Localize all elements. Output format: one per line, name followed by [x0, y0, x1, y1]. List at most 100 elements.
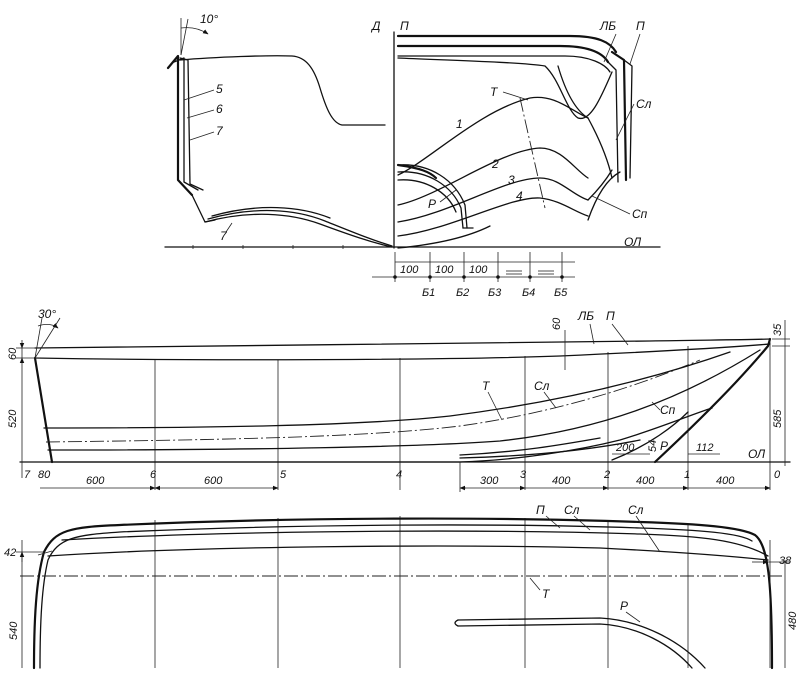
fwd-deck-line-lb [396, 44, 610, 64]
angle-30-label: 30° [38, 307, 56, 321]
aft-spacing-600-2: 600 [204, 475, 223, 487]
waterline-5 [397, 225, 491, 249]
section-label-7-bottom: 7 [220, 229, 228, 243]
waterline-2 [397, 147, 589, 206]
aft-spacing-600-1: 600 [86, 475, 105, 487]
fwd-spacing-400-1: 400 [552, 475, 571, 487]
bilge-r-3 [397, 179, 457, 213]
profile-view: 30° 60 520 60 ЛБ П 35 585 Т Сл Сп Р ОЛ 2… [7, 307, 791, 492]
buttock-label-b2: Б2 [456, 287, 469, 299]
plan-chine [47, 545, 769, 561]
profile-sp-label: Сп [660, 403, 676, 417]
station-5: 5 [280, 469, 287, 481]
buttock-spacing-2: 100 [435, 264, 454, 276]
station-7: 7 [24, 469, 31, 481]
ol-label: ОЛ [624, 235, 642, 249]
profile-dim-60-mid: 60 [551, 317, 563, 330]
plan-p-label: П [536, 503, 545, 517]
station-4: 4 [396, 469, 402, 481]
buttock-label-b3: Б3 [488, 287, 502, 299]
waterline-label-1: 1 [456, 117, 463, 131]
fwd-chine-1 [587, 117, 613, 179]
section-label-6: 6 [216, 102, 223, 116]
plan-r-label: Р [620, 599, 628, 613]
aft-section-5 [173, 57, 199, 191]
plan-r-line-2 [457, 623, 693, 669]
section-label-5: 5 [216, 82, 223, 96]
plan-view: П Сл Сл Т Р 42 540 38 480 [4, 503, 799, 670]
axis-d-label: Д [370, 19, 381, 33]
fwd-stem-rear [623, 59, 633, 179]
fwd-chine-2 [587, 171, 621, 221]
buttock-label-b4: Б4 [522, 287, 535, 299]
fwd-sheer-3 [397, 55, 611, 73]
profile-r-2 [611, 411, 689, 461]
station-0: 0 [774, 469, 781, 481]
angle-10-label: 10° [200, 12, 218, 26]
profile-deck-lb [34, 343, 771, 361]
profile-dim-60-left: 60 [7, 347, 19, 360]
profile-p-label: П [606, 309, 615, 323]
station-3: 3 [520, 469, 527, 481]
fwd-chine-3 [587, 169, 613, 201]
plan-dim-38: 38 [779, 555, 792, 567]
aft-bottom-1 [204, 213, 393, 248]
plan-sl-line [61, 530, 769, 557]
station-1: 1 [684, 469, 690, 481]
profile-stem [653, 337, 772, 464]
profile-t-label: Т [482, 379, 491, 393]
buttock-spacing-1: 100 [400, 264, 419, 276]
plan-deck-outline [32, 517, 774, 670]
fwd-stem-inner [607, 61, 619, 183]
aft-bottom-3 [211, 206, 331, 219]
station-6: 6 [150, 469, 157, 481]
profile-keel [51, 407, 713, 463]
profile-dim-200: 200 [615, 442, 635, 454]
station-2: 2 [603, 469, 610, 481]
bilge-r-1 [397, 164, 468, 229]
waterline-label-4: 4 [516, 189, 523, 203]
aft-sections-outline [179, 55, 386, 126]
sl-label: Сл [636, 97, 652, 111]
profile-dim-585: 585 [772, 409, 784, 428]
profile-chine-sl [43, 351, 731, 429]
profile-lb-label: ЛБ [577, 309, 594, 323]
plan-sl-top-label: Сл [564, 503, 580, 517]
plan-t-label: Т [542, 587, 551, 601]
profile-chine-sp [47, 349, 761, 451]
waterline-1 [397, 96, 589, 176]
profile-dim-35: 35 [772, 323, 784, 336]
profile-dim-520: 520 [7, 409, 19, 428]
waterline-4 [397, 197, 589, 237]
waterline-label-2: 2 [491, 157, 499, 171]
fwd-section-rib [557, 65, 589, 119]
diagonal-t [519, 97, 546, 209]
plan-dim-42: 42 [4, 547, 16, 559]
buttock-spacing-3: 100 [469, 264, 488, 276]
plan-deck-inner [39, 524, 753, 669]
profile-r-1 [459, 439, 641, 459]
fwd-stem-outer [610, 50, 628, 182]
waterline-label-3: 3 [508, 173, 515, 187]
profile-transom [33, 356, 54, 464]
bilge-r-2 [397, 171, 464, 229]
profile-dim-80: 80 [38, 469, 51, 481]
plan-r-cap [454, 619, 459, 627]
profile-deck-p [34, 338, 771, 349]
profile-rib-1 [459, 437, 601, 456]
plan-sl-side-label: Сл [628, 503, 644, 517]
profile-r-label: Р [660, 439, 668, 453]
p-right-label: П [636, 19, 645, 33]
r-label: Р [428, 197, 436, 211]
profile-dim-54: 54 [647, 440, 659, 452]
plan-dim-540: 540 [8, 621, 20, 640]
profile-dim-112: 112 [696, 442, 714, 454]
sp-label: Сп [632, 207, 648, 221]
lb-label: ЛБ [599, 19, 616, 33]
section-label-7: 7 [216, 124, 224, 138]
buttock-label-b5: Б5 [554, 287, 568, 299]
top-p-label: П [400, 19, 409, 33]
t-label: Т [490, 85, 499, 99]
plan-r-line [457, 617, 706, 669]
